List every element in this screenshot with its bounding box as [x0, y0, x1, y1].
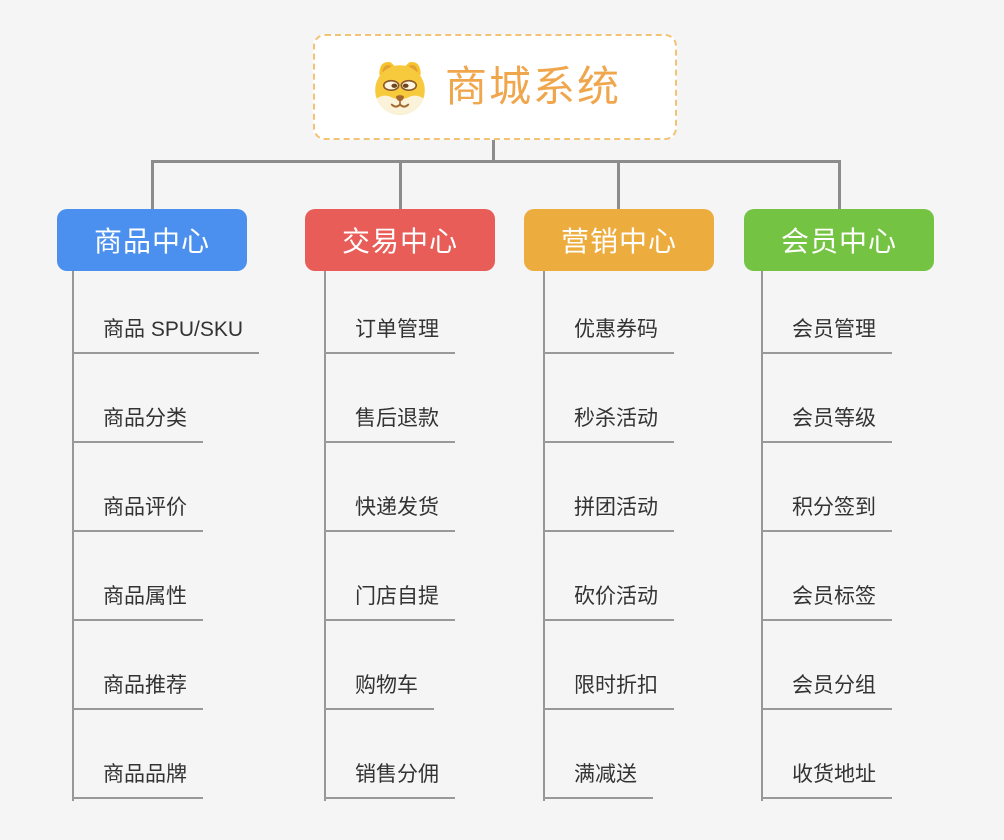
leaf-item[interactable]: 商品评价 — [72, 495, 203, 532]
leaf-item[interactable]: 拼团活动 — [543, 495, 674, 532]
branch-header-trade-center[interactable]: 交易中心 — [305, 209, 495, 271]
leaf-item[interactable]: 商品分类 — [72, 406, 203, 443]
leaf-item[interactable]: 秒杀活动 — [543, 406, 674, 443]
branch-line — [543, 271, 545, 801]
branch-header-marketing-center[interactable]: 营销中心 — [524, 209, 714, 271]
branch-line — [72, 271, 74, 801]
leaf-item[interactable]: 限时折扣 — [543, 673, 674, 710]
connector-line — [399, 160, 402, 209]
leaf-item[interactable]: 会员分组 — [761, 673, 892, 710]
branch-header-member-center[interactable]: 会员中心 — [744, 209, 934, 271]
leaf-item[interactable]: 收货地址 — [761, 762, 892, 799]
leaf-item[interactable]: 商品属性 — [72, 584, 203, 621]
leaf-item[interactable]: 会员标签 — [761, 584, 892, 621]
connector-line — [151, 160, 154, 209]
branch-line — [761, 271, 763, 801]
root-title: 商城系统 — [444, 63, 621, 110]
leaf-item[interactable]: 会员管理 — [761, 317, 892, 354]
leaf-item[interactable]: 购物车 — [324, 673, 434, 710]
leaf-item[interactable]: 商品品牌 — [72, 762, 203, 799]
connector-line — [617, 160, 620, 209]
leaf-item[interactable]: 砍价活动 — [543, 584, 674, 621]
leaf-item[interactable]: 商品 SPU/SKU — [72, 317, 260, 354]
leaf-item[interactable]: 会员等级 — [761, 406, 892, 443]
branch-header-product-center[interactable]: 商品中心 — [57, 209, 247, 271]
leaf-item[interactable]: 门店自提 — [324, 584, 455, 621]
connector-line — [838, 160, 841, 209]
connector-line — [151, 160, 841, 163]
leaf-item[interactable]: 商品推荐 — [72, 673, 203, 710]
connector-line — [492, 140, 495, 162]
branch-line — [324, 271, 326, 801]
leaf-item[interactable]: 优惠券码 — [543, 317, 674, 354]
leaf-item[interactable]: 积分签到 — [761, 495, 892, 532]
dog-face-icon — [375, 61, 425, 115]
leaf-item[interactable]: 订单管理 — [324, 317, 455, 354]
root-node[interactable]: 商城系统 — [313, 34, 677, 140]
leaf-item[interactable]: 销售分佣 — [324, 762, 455, 799]
leaf-item[interactable]: 售后退款 — [324, 406, 455, 443]
leaf-item[interactable]: 快递发货 — [324, 495, 455, 532]
leaf-item[interactable]: 满减送 — [543, 762, 653, 799]
